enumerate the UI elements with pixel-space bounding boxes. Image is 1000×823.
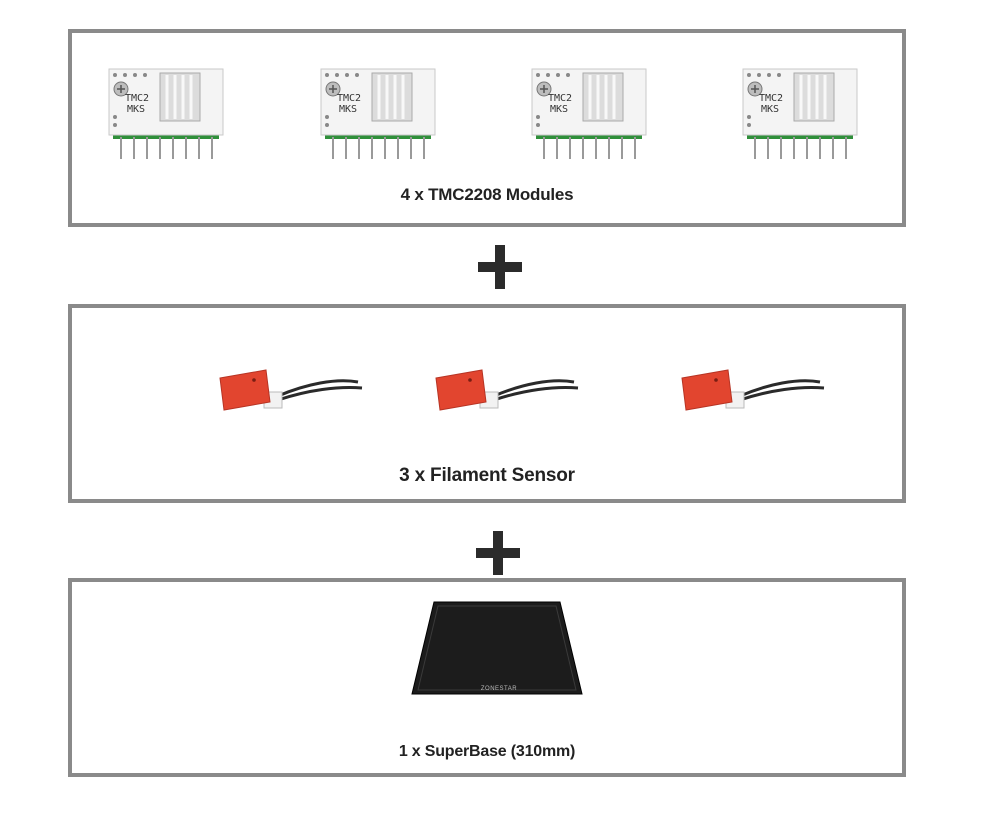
panel-caption: 3 x Filament Sensor — [399, 465, 575, 486]
panel-filament-sensors: 3 x Filament Sensor — [68, 304, 906, 503]
plus-icon — [478, 245, 522, 289]
filament-sensor-image — [681, 369, 825, 411]
plus-icon — [476, 531, 520, 575]
board-label-line2: MKS — [339, 104, 357, 115]
filament-sensor-image — [435, 369, 579, 411]
panel-caption: 1 x SuperBase (310mm) — [398, 743, 576, 760]
board-label-line2: MKS — [761, 104, 779, 115]
bed-brand-label: ZONESTAR — [480, 686, 518, 692]
panel-superbase: ZONESTAR 1 x SuperBase (310mm) — [68, 578, 906, 777]
board-label-line1: TMC2 — [125, 93, 149, 104]
superbase-bed-image — [411, 601, 583, 695]
tmc2208-module-image: TMC2 MKS — [742, 68, 858, 159]
panel-tmc2208-modules: TMC2 MKS TMC2 MKS TMC2 MKS — [68, 29, 906, 227]
tmc2208-module-image: TMC2 MKS — [108, 68, 224, 159]
tmc2208-module-image: TMC2 MKS — [531, 68, 647, 159]
board-label-line2: MKS — [127, 104, 145, 115]
panel-caption: 4 x TMC2208 Modules — [400, 185, 574, 204]
board-label-line2: MKS — [550, 104, 568, 115]
board-label-line1: TMC2 — [759, 93, 783, 104]
board-label-line1: TMC2 — [548, 93, 572, 104]
filament-sensor-image — [219, 369, 363, 411]
board-label-line1: TMC2 — [337, 93, 361, 104]
tmc2208-module-image: TMC2 MKS — [320, 68, 436, 159]
